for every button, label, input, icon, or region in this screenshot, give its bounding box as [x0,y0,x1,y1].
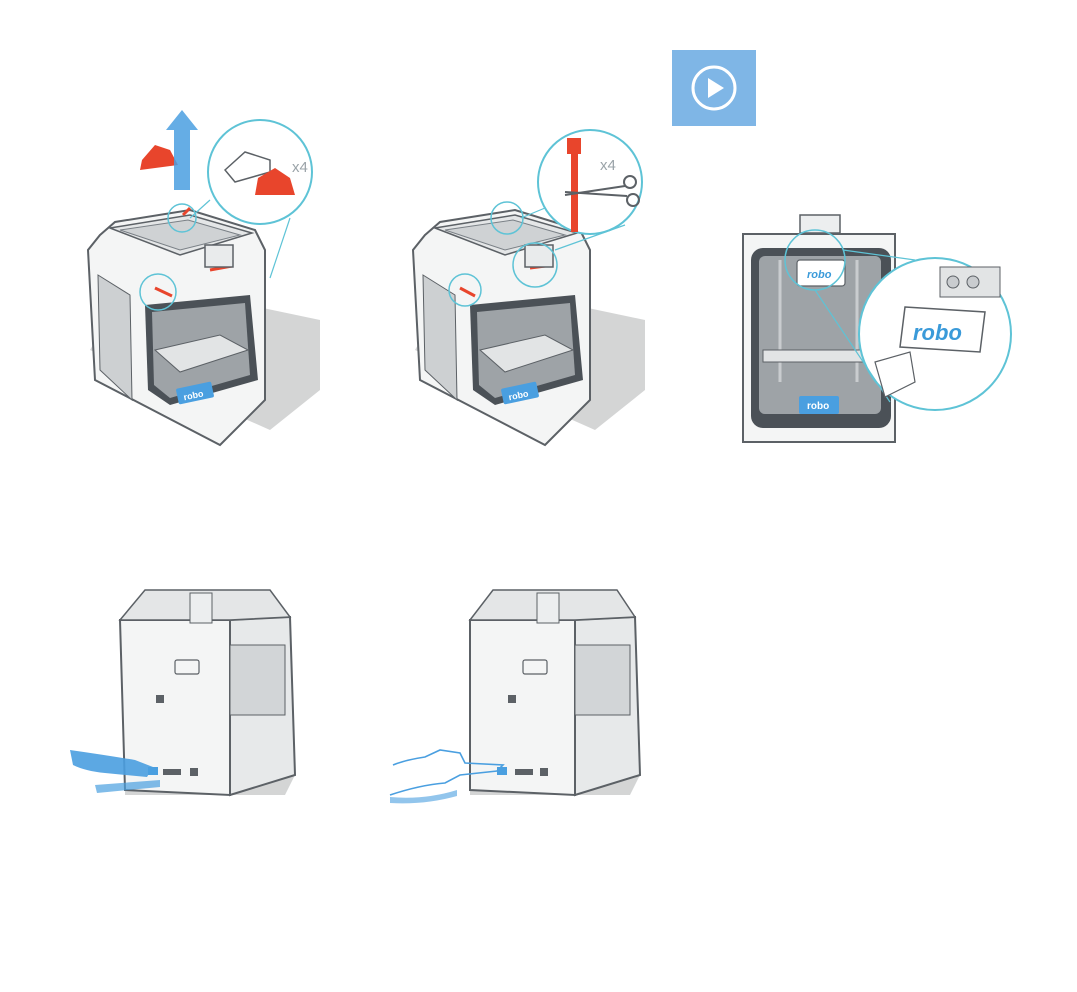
step-remove-card: robo robo robo [735,212,1015,452]
step-cut-ties: robo x4 [395,100,660,460]
card-logo: robo [807,269,832,281]
printer-logo: robo [807,401,829,412]
step-power-on [385,585,660,810]
tie-count-label: x4 [600,157,616,174]
clip-count-label: x4 [292,159,308,176]
step-remove-clips: robo x4 [70,100,330,460]
card-zoom-logo: robo [913,320,962,345]
video-play-button[interactable] [672,50,756,126]
step-plug-power [65,585,315,810]
